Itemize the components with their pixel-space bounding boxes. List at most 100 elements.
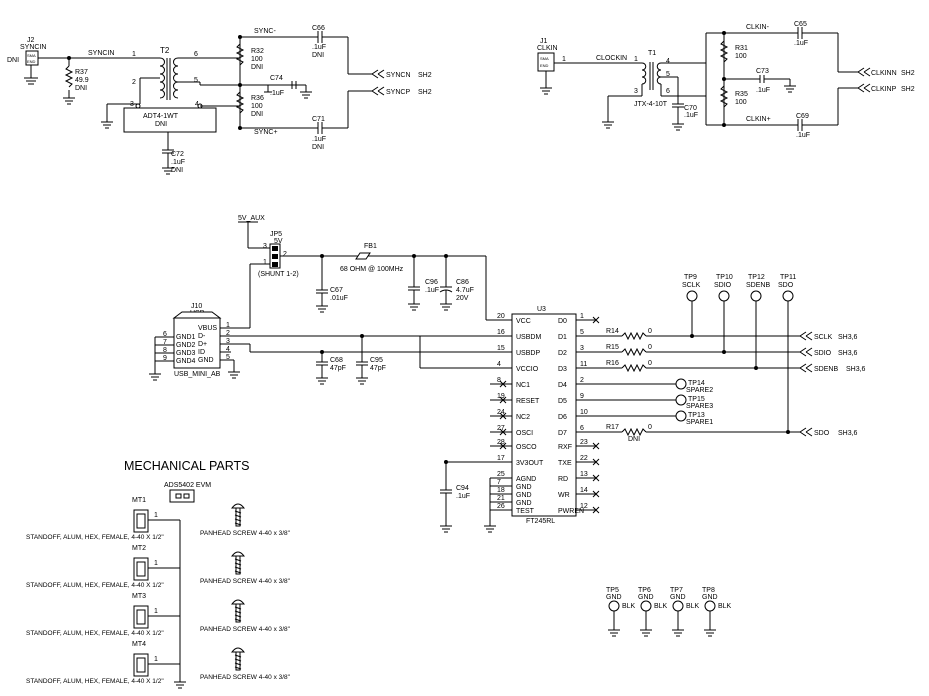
c86-value: 4.7uF: [456, 287, 474, 294]
port-net-name: SCLK: [814, 334, 833, 341]
c67-ref: C67: [330, 287, 343, 294]
u3-right-pin-number: 3: [580, 345, 584, 352]
j10-right-pin-number: 2: [226, 330, 230, 337]
j10-left-pin-number: 9: [163, 355, 167, 362]
u3-left-pin-number: 20: [497, 313, 505, 320]
t2-ref: T2: [160, 46, 170, 55]
c65-value: .1uF: [794, 40, 808, 47]
u3-right-pin-number: 22: [580, 455, 588, 462]
gnd-tp-label: GND: [702, 594, 718, 601]
spare-tp-ref: TP14: [688, 380, 705, 387]
screw-icon: [230, 647, 246, 653]
mechanical-parts-section: MECHANICAL PARTS ADS5402 EVM MT11STANDOF…: [26, 459, 291, 689]
c96-value: .1uF: [425, 287, 439, 294]
j2-dni: DNI: [7, 57, 19, 64]
port-net-name: SDO: [814, 430, 830, 437]
screw-thread: [234, 510, 242, 514]
u3-right-pin-name: D4: [558, 382, 567, 389]
standoff-icon: [133, 653, 149, 677]
j10-left-pin-name: GND2: [176, 342, 196, 349]
u3-right-pin-number: 9: [580, 393, 584, 400]
offpage-arrow: [799, 331, 813, 341]
j10-left-pin-number: 7: [163, 339, 167, 346]
port-sheet-ref: SH3,6: [838, 430, 858, 437]
u3-right-pin-number: 10: [580, 409, 588, 416]
j2-pin-sma: SMA: [27, 53, 36, 58]
test-point-icon: [718, 290, 730, 302]
mount-ref: MT2: [132, 545, 146, 552]
j10-right-pin-name: VBUS: [198, 325, 217, 332]
u3-right-pin-name: D5: [558, 398, 567, 405]
standoff-inner: [136, 513, 146, 529]
gnd-tp-color: BLK: [686, 603, 700, 610]
j10-left-pin-name: GND4: [176, 358, 196, 365]
c73-ref: C73: [756, 68, 769, 75]
u3-left-pin-name: VCCIO: [516, 366, 539, 373]
mechanical-parts-title: MECHANICAL PARTS: [124, 459, 250, 473]
u3-right-pin-number: 2: [580, 377, 584, 384]
c72-dni: DNI: [171, 167, 183, 174]
u3-left-pin-number: 24: [497, 409, 505, 416]
r32-value: 100: [251, 56, 263, 63]
t1-secondary-coil: [656, 62, 662, 85]
j10-left-pin-name: GND1: [176, 334, 196, 341]
r35-resistor-symbol: [719, 85, 729, 108]
c71-value: .1uF: [312, 136, 326, 143]
j10-right-pin-name: GND: [198, 357, 214, 364]
syncn-offpage-arrow: [371, 69, 385, 79]
r37-dni: DNI: [75, 85, 87, 92]
j1-pin: 1: [562, 56, 566, 63]
c69-ref: C69: [796, 113, 809, 120]
r32-resistor-symbol: [235, 43, 245, 66]
r37-ref: R37: [75, 69, 88, 76]
u3-ref: U3: [537, 306, 546, 313]
c66-dni: DNI: [312, 52, 324, 59]
standoff-icon: [133, 557, 149, 581]
screw-thread: [234, 666, 242, 670]
t1-pin4: 4: [666, 58, 670, 65]
clockin-net-label: CLOCKIN: [596, 55, 627, 62]
u3-left-pin-name: TEST: [516, 508, 535, 515]
t2-pin5: 5: [194, 77, 198, 84]
r17-dni: DNI: [628, 436, 640, 443]
c71-dni: DNI: [312, 144, 324, 151]
r31-ref: R31: [735, 45, 748, 52]
t1-pin6: 6: [666, 88, 670, 95]
u3-right-pin-number: 14: [580, 487, 588, 494]
u3-right-pin-name: TXE: [558, 460, 572, 467]
mount-description: STANDOFF, ALUM, HEX, FEMALE, 4-40 X 1/2": [26, 582, 164, 589]
c72-ref: C72: [171, 151, 184, 158]
c74-ref: C74: [270, 75, 283, 82]
r16-ref: R16: [606, 360, 619, 367]
j10-left-pin-number: 6: [163, 331, 167, 338]
u3-left-pin-number: 26: [497, 503, 505, 510]
u3-left-pin-number: 16: [497, 329, 505, 336]
u3-no-connect-mark: [592, 474, 600, 482]
c69-value: .1uF: [796, 132, 810, 139]
standoff-icon: [133, 509, 149, 533]
test-point-icon: [672, 600, 684, 612]
j10-right-pin-name: ID: [198, 349, 205, 356]
screw-thread: [234, 562, 242, 566]
c94-ref: C94: [456, 485, 469, 492]
junction-dot: [690, 334, 694, 338]
screw-thread: [234, 658, 242, 662]
r36-dni: DNI: [251, 111, 263, 118]
screw-thread: [234, 662, 242, 666]
c66-ref: C66: [312, 25, 325, 32]
gnd-tp-color: BLK: [654, 603, 668, 610]
spare-tp-name: SPARE3: [686, 403, 713, 410]
screw-thread: [234, 522, 242, 526]
test-point-name: SDIO: [714, 282, 732, 289]
jp5-pin2: 2: [283, 251, 287, 258]
t1-part: JTX-4-10T: [634, 101, 668, 108]
test-point-icon: [675, 378, 687, 390]
u3-no-connect-mark: [592, 458, 600, 466]
j10-right-pin-number: 5: [226, 354, 230, 361]
jp5-value: 5V: [274, 238, 283, 245]
u3-left-pin-number: 8: [497, 377, 501, 384]
u3-left-pin-name: AGND: [516, 476, 536, 483]
